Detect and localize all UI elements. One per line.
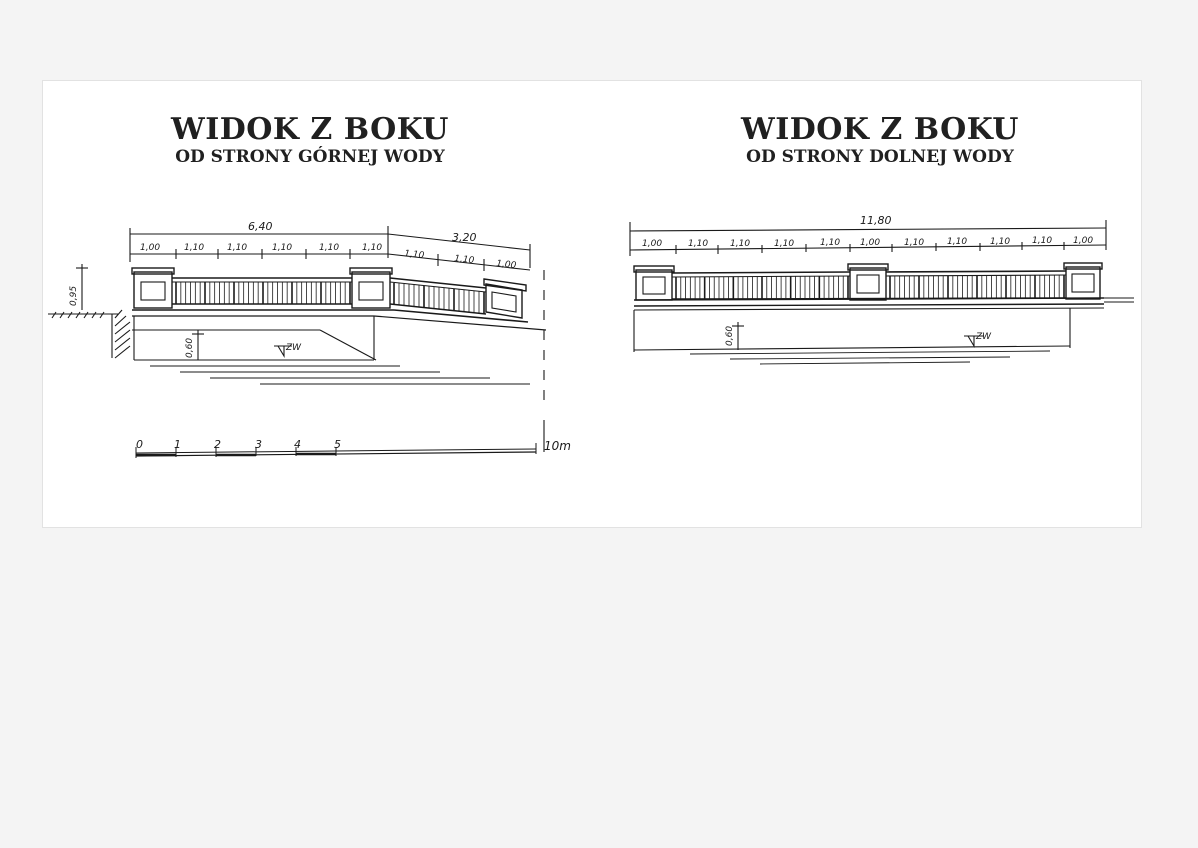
- left-segment-dim: 1,10: [272, 243, 292, 253]
- right-view-drawing: [629, 220, 1134, 365]
- left-segment-dim: 1,10: [319, 243, 339, 253]
- right-water-label: ZW: [975, 332, 992, 342]
- right-water-lines: [689, 350, 1051, 365]
- right-depth-label: 0,60: [725, 326, 735, 346]
- right-segment-dim: 1,10: [774, 239, 794, 249]
- right-railing-balusters: [675, 275, 1065, 299]
- right-segment-dim: 1,10: [990, 237, 1010, 247]
- left-segment-dim: 1,10: [227, 243, 247, 253]
- left-railing: [131, 267, 547, 361]
- left-overall-dim-2: 3,20: [452, 231, 477, 244]
- scale-label: 4: [294, 438, 301, 451]
- scale-end-label: 10m: [544, 439, 571, 453]
- right-segment-dim: 1,10: [820, 238, 840, 248]
- left-depth-label: 0,60: [185, 338, 195, 358]
- left-segment-dim: 1,00: [496, 259, 517, 271]
- right-railing: [633, 262, 1134, 352]
- left-segment-dim: 1,10: [404, 249, 425, 261]
- right-segment-dim: 1,10: [904, 238, 924, 248]
- right-segment-dim: 1,00: [1073, 236, 1093, 246]
- left-railing-balusters: [175, 282, 485, 314]
- scale-label: 1: [174, 438, 181, 451]
- scale-bar: [135, 443, 537, 458]
- right-segment-dim: 1,10: [688, 239, 708, 249]
- left-view-drawing: [48, 226, 547, 452]
- right-view-title-block: WIDOK Z BOKU OD STRONY DOLNEJ WODY: [690, 112, 1070, 167]
- left-segment-dim: 1,10: [454, 254, 475, 266]
- right-depth-dimension: [732, 322, 744, 350]
- left-depth-dimension: [192, 330, 204, 360]
- left-segment-dim: 1,10: [184, 243, 204, 253]
- left-segment-dim: 1,00: [140, 243, 160, 253]
- left-view-title: WIDOK Z BOKU: [171, 112, 449, 147]
- right-segment-dim: 1,10: [730, 239, 750, 249]
- left-height-dimension: [76, 264, 88, 310]
- left-ground-hatch: [48, 309, 131, 359]
- right-overall-dim: 11,80: [860, 214, 892, 227]
- right-segment-dim: 1,00: [642, 239, 662, 249]
- left-overall-dimension: [129, 226, 531, 268]
- right-segment-dim: 1,10: [947, 237, 967, 247]
- scale-label: 3: [255, 438, 262, 451]
- left-segment-dim: 1,10: [362, 243, 382, 253]
- left-segment-dimension: [130, 249, 531, 271]
- left-water-mark: [274, 345, 292, 358]
- left-height-label: 0,95: [69, 286, 79, 306]
- right-view-title: WIDOK Z BOKU: [741, 112, 1019, 147]
- scale-label: 0: [136, 438, 143, 451]
- right-water-mark: [964, 335, 984, 348]
- left-water-lines: [150, 365, 530, 385]
- right-segment-dimension: [629, 242, 1107, 254]
- scale-label: 5: [334, 438, 341, 451]
- left-view-subtitle: OD STRONY GÓRNEJ WODY: [175, 147, 445, 167]
- left-overall-dim-1: 6,40: [248, 220, 273, 233]
- right-segment-dim: 1,10: [1032, 236, 1052, 246]
- scale-label: 2: [214, 438, 221, 451]
- left-water-label: ZW: [285, 343, 302, 353]
- left-view-title-block: WIDOK Z BOKU OD STRONY GÓRNEJ WODY: [120, 112, 500, 167]
- right-segment-dim: 1,00: [860, 238, 880, 248]
- right-view-subtitle: OD STRONY DOLNEJ WODY: [746, 147, 1014, 167]
